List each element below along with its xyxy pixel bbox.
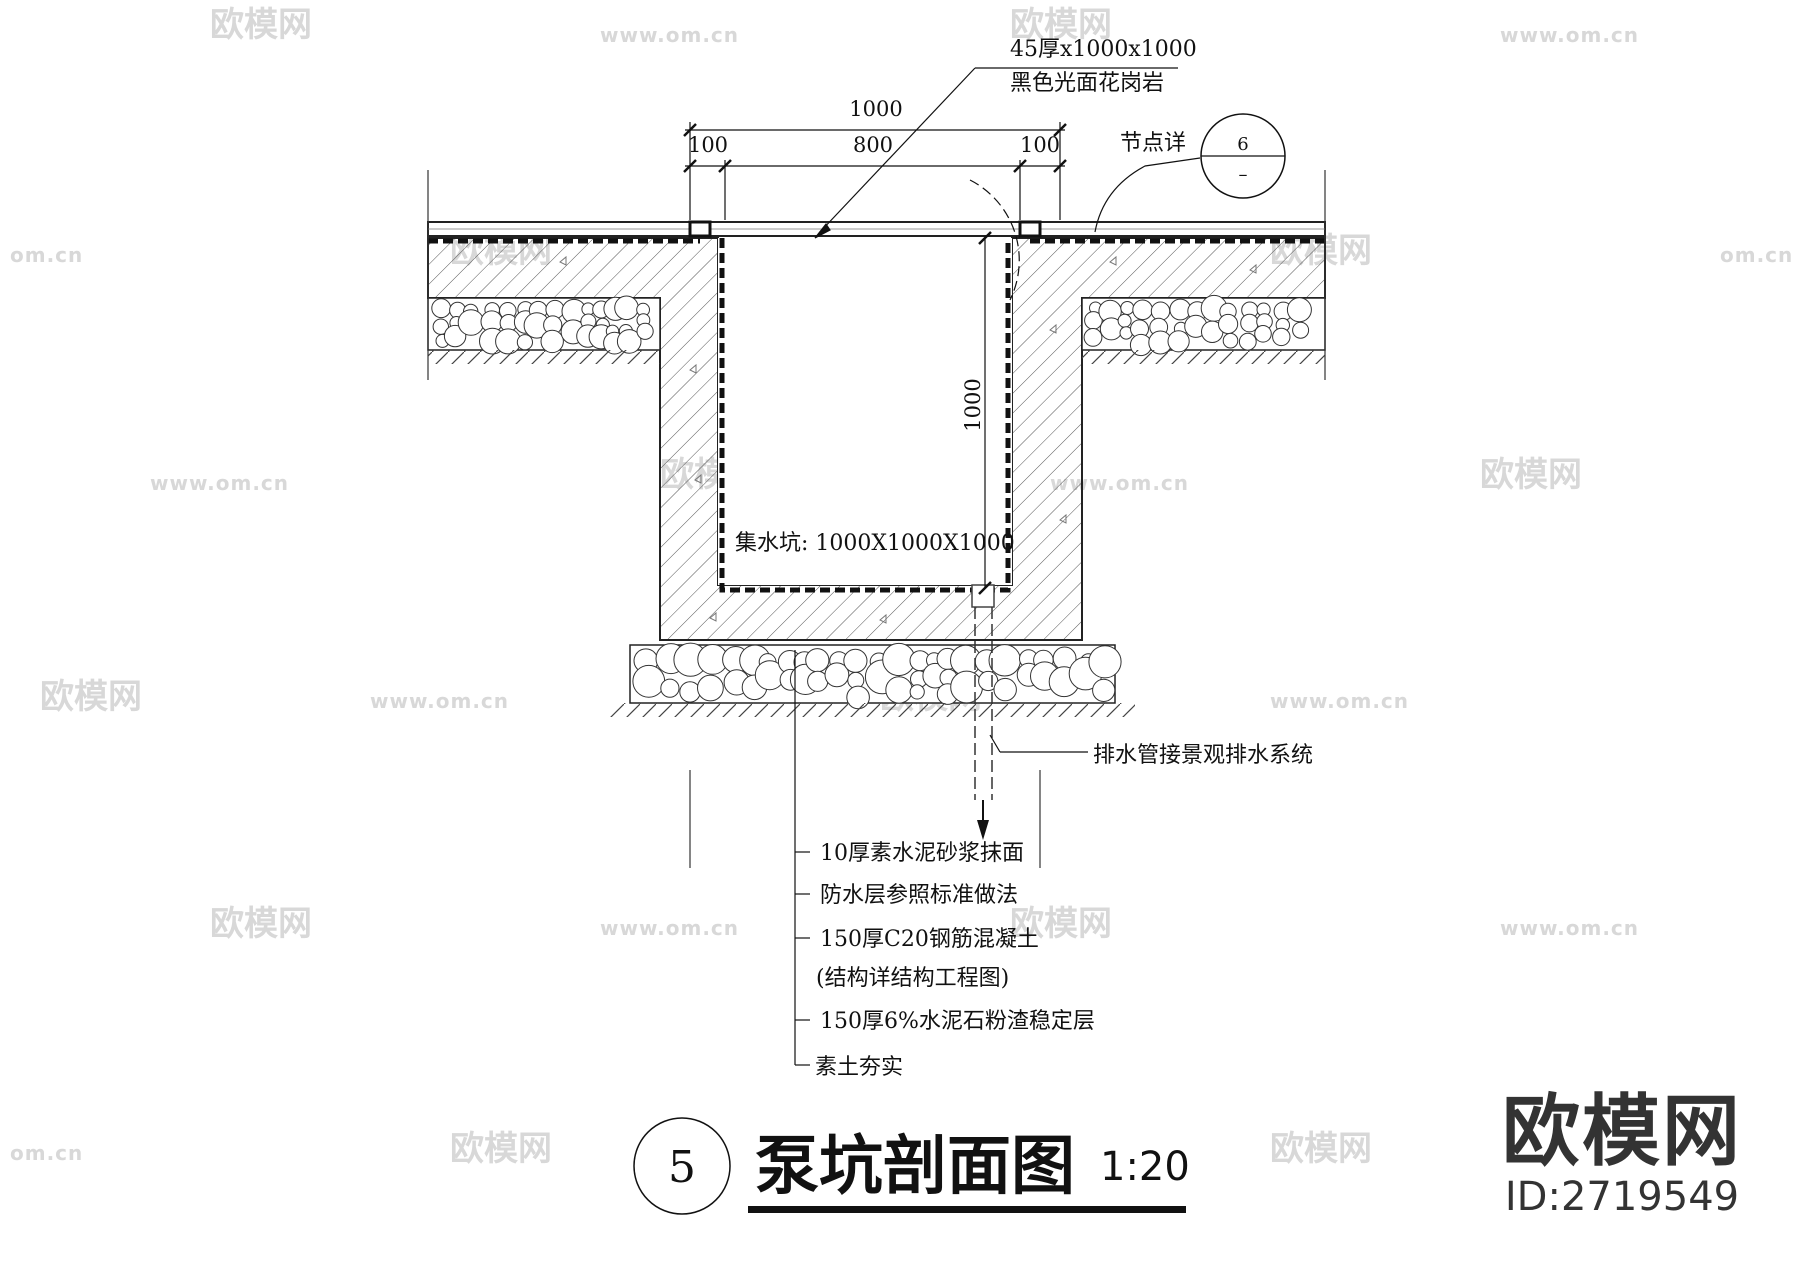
gravel-stone	[1218, 313, 1239, 335]
gravel-bed-right	[1081, 294, 1326, 357]
gravel-stone	[443, 324, 467, 348]
gravel-stone	[1150, 301, 1171, 321]
watermark-url-text: om.cn	[10, 243, 83, 267]
dim-depth: 1000	[961, 378, 985, 431]
title-scale: 1:20	[1100, 1144, 1190, 1190]
pipe-label: 排水管接景观排水系统	[1093, 743, 1313, 768]
watermark-brand-text: 欧模网	[1010, 904, 1112, 944]
gravel-stone	[614, 295, 639, 321]
dim-left: 100	[688, 133, 728, 157]
watermark-url-text: www.om.cn	[1500, 23, 1639, 47]
brand-watermark: 欧模网 ID:2719549	[1502, 1090, 1742, 1220]
gravel-stone	[540, 329, 564, 354]
gravel-stone	[1120, 301, 1135, 315]
dim-total: 1000	[849, 97, 902, 121]
gravel-stone	[1238, 332, 1257, 351]
watermark-url-text: www.om.cn	[1500, 916, 1639, 940]
layer-3: 150厚C20钢筋混凝土	[820, 927, 1039, 952]
gravel-stone	[1292, 321, 1310, 339]
gravel-stone	[660, 678, 680, 698]
gravel-stone	[431, 298, 452, 319]
node-detail-label: 节点详	[1120, 131, 1186, 156]
gravel-bed-bottom	[629, 642, 1122, 710]
dimension-lines	[683, 122, 1067, 595]
watermark-url-text: www.om.cn	[1270, 689, 1409, 713]
stone-label-line2: 黑色光面花岗岩	[1010, 71, 1164, 96]
gravel-stone	[457, 309, 485, 336]
title-underline	[748, 1206, 1186, 1213]
layer-3-note: (结构详结构工程图)	[816, 966, 1009, 991]
leader-lines	[633, 67, 1286, 1215]
gravel-stone	[824, 662, 850, 688]
title-number: 5	[668, 1142, 696, 1193]
gravel-stone	[950, 670, 983, 704]
gravel-stone	[1222, 332, 1239, 349]
ground-lines	[427, 170, 1326, 868]
watermark-brand-text: 欧模网	[210, 5, 312, 45]
dim-center: 800	[853, 133, 893, 157]
layer-4: 150厚6%水泥石粉渣稳定层	[820, 1009, 1095, 1034]
gravel-stone	[1117, 313, 1132, 328]
watermark-url-text: www.om.cn	[600, 23, 739, 47]
gravel-stone	[909, 684, 925, 700]
gravel-stone	[1088, 645, 1122, 679]
layer-1: 10厚素水泥砂浆抹面	[820, 841, 1024, 866]
watermark-url-text: www.om.cn	[370, 689, 509, 713]
gravel-stone	[1167, 330, 1190, 353]
gravel-stone	[1083, 328, 1103, 347]
compacted-soil	[428, 350, 1325, 717]
watermark-url-text: www.om.cn	[600, 916, 739, 940]
drain-pipe	[971, 584, 995, 840]
gravel-stone	[697, 674, 724, 702]
gravel-stone	[1132, 299, 1153, 321]
layer-5: 素土夯实	[815, 1055, 903, 1080]
gravel-stone	[679, 681, 701, 703]
node-detail-number: 6	[1237, 134, 1248, 155]
gravel-stone	[1254, 325, 1272, 343]
dim-right: 100	[1020, 133, 1060, 157]
watermark-brand-text: 欧模网	[1010, 5, 1112, 45]
layer-2: 防水层参照标准做法	[820, 883, 1018, 908]
stone-label-line1: 45厚x1000x1000	[1010, 37, 1197, 62]
gravel-bed-left	[427, 295, 661, 355]
gravel-stone	[885, 676, 913, 704]
brand-name: 欧模网	[1501, 1087, 1742, 1177]
watermark-url-text: om.cn	[10, 1141, 83, 1165]
watermark-brand-text: 欧模网	[40, 677, 142, 717]
watermark-brand-text: 欧模网	[450, 1129, 552, 1169]
brand-id: ID:2719549	[1504, 1174, 1740, 1220]
gravel-stone	[988, 644, 1021, 677]
gravel-stone	[516, 334, 534, 351]
granite-slab	[427, 220, 1326, 238]
watermark-url-text: www.om.cn	[150, 471, 289, 495]
title-text: 泵坑剖面图	[755, 1130, 1075, 1204]
pit-label: 集水坑: 1000X1000X1000	[735, 531, 1015, 556]
node-detail-sheet: –	[1239, 164, 1248, 185]
watermark-url-text: om.cn	[1720, 243, 1793, 267]
watermark-brand-text: 欧模网	[1480, 455, 1582, 495]
gravel-stone	[993, 677, 1017, 702]
concrete-structure	[427, 237, 1326, 641]
gravel-stone	[843, 648, 868, 673]
watermark-brand-text: 欧模网	[1270, 1129, 1372, 1169]
gravel-stone	[1286, 297, 1312, 323]
gravel-stone	[805, 648, 830, 673]
gravel-stone	[1092, 678, 1116, 703]
gravel-stone	[632, 664, 666, 698]
watermark-brand-text: 欧模网	[210, 904, 312, 944]
gravel-stone	[636, 322, 654, 340]
gravel-stone	[1272, 327, 1291, 347]
